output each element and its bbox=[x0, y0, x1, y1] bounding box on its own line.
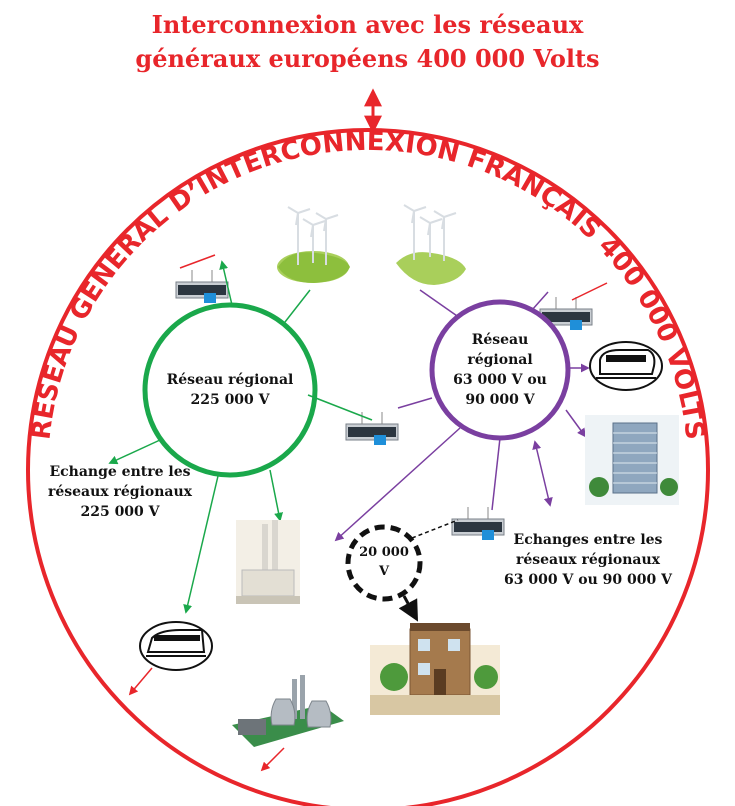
purple-link bbox=[531, 291, 549, 311]
substation-icon bbox=[539, 297, 593, 330]
local-20kv-label: 20 000 V bbox=[359, 545, 409, 579]
ring-link bbox=[571, 282, 608, 301]
factory-icon bbox=[236, 520, 300, 604]
train-icon bbox=[589, 341, 663, 391]
regional-225-circle bbox=[142, 302, 318, 478]
red-arrow bbox=[128, 667, 153, 696]
exchange-63-label: Echanges entre les réseaux régionaux 63 … bbox=[504, 532, 672, 588]
power-plant-icon bbox=[232, 675, 344, 747]
green-arrow bbox=[269, 469, 284, 522]
green-arrow bbox=[108, 439, 161, 465]
red-arrow bbox=[260, 747, 285, 772]
regional-63-label: Réseau régional 63 000 V ou 90 000 V bbox=[453, 332, 547, 408]
regional-225-label: Réseau régional 225 000 V bbox=[166, 372, 294, 408]
local-link bbox=[411, 519, 459, 539]
local-20kv-circle bbox=[345, 524, 423, 602]
national-ring-label: RESEAU GENERAL D’INTERCONNEXION FRANÇAIS… bbox=[26, 127, 709, 441]
purple-arrow bbox=[565, 409, 587, 438]
european-interconnection-title: Interconnexion avec les réseaux généraux… bbox=[135, 10, 600, 73]
purple-arrow bbox=[334, 427, 461, 542]
purple-link bbox=[397, 397, 433, 409]
office-building-icon bbox=[585, 415, 679, 505]
exchange-225-label: Echange entre les réseaux régionaux 225 … bbox=[47, 464, 193, 520]
green-link bbox=[284, 289, 311, 323]
green-link bbox=[307, 394, 373, 421]
purple-exchange-arrow bbox=[532, 440, 553, 507]
green-link bbox=[219, 260, 233, 306]
purple-link bbox=[491, 437, 501, 511]
wind-farm-icon bbox=[277, 206, 350, 283]
national-network-ring bbox=[26, 128, 710, 806]
substation-icon bbox=[175, 270, 229, 303]
substation-icon bbox=[451, 507, 505, 540]
ring-link bbox=[179, 254, 216, 269]
local-arrow bbox=[398, 595, 419, 622]
green-arrow bbox=[183, 475, 219, 614]
house-icon bbox=[370, 623, 500, 715]
wind-farm-icon bbox=[396, 204, 466, 285]
substation-icon bbox=[345, 412, 399, 445]
train-icon bbox=[139, 621, 213, 671]
purple-link bbox=[419, 289, 461, 319]
